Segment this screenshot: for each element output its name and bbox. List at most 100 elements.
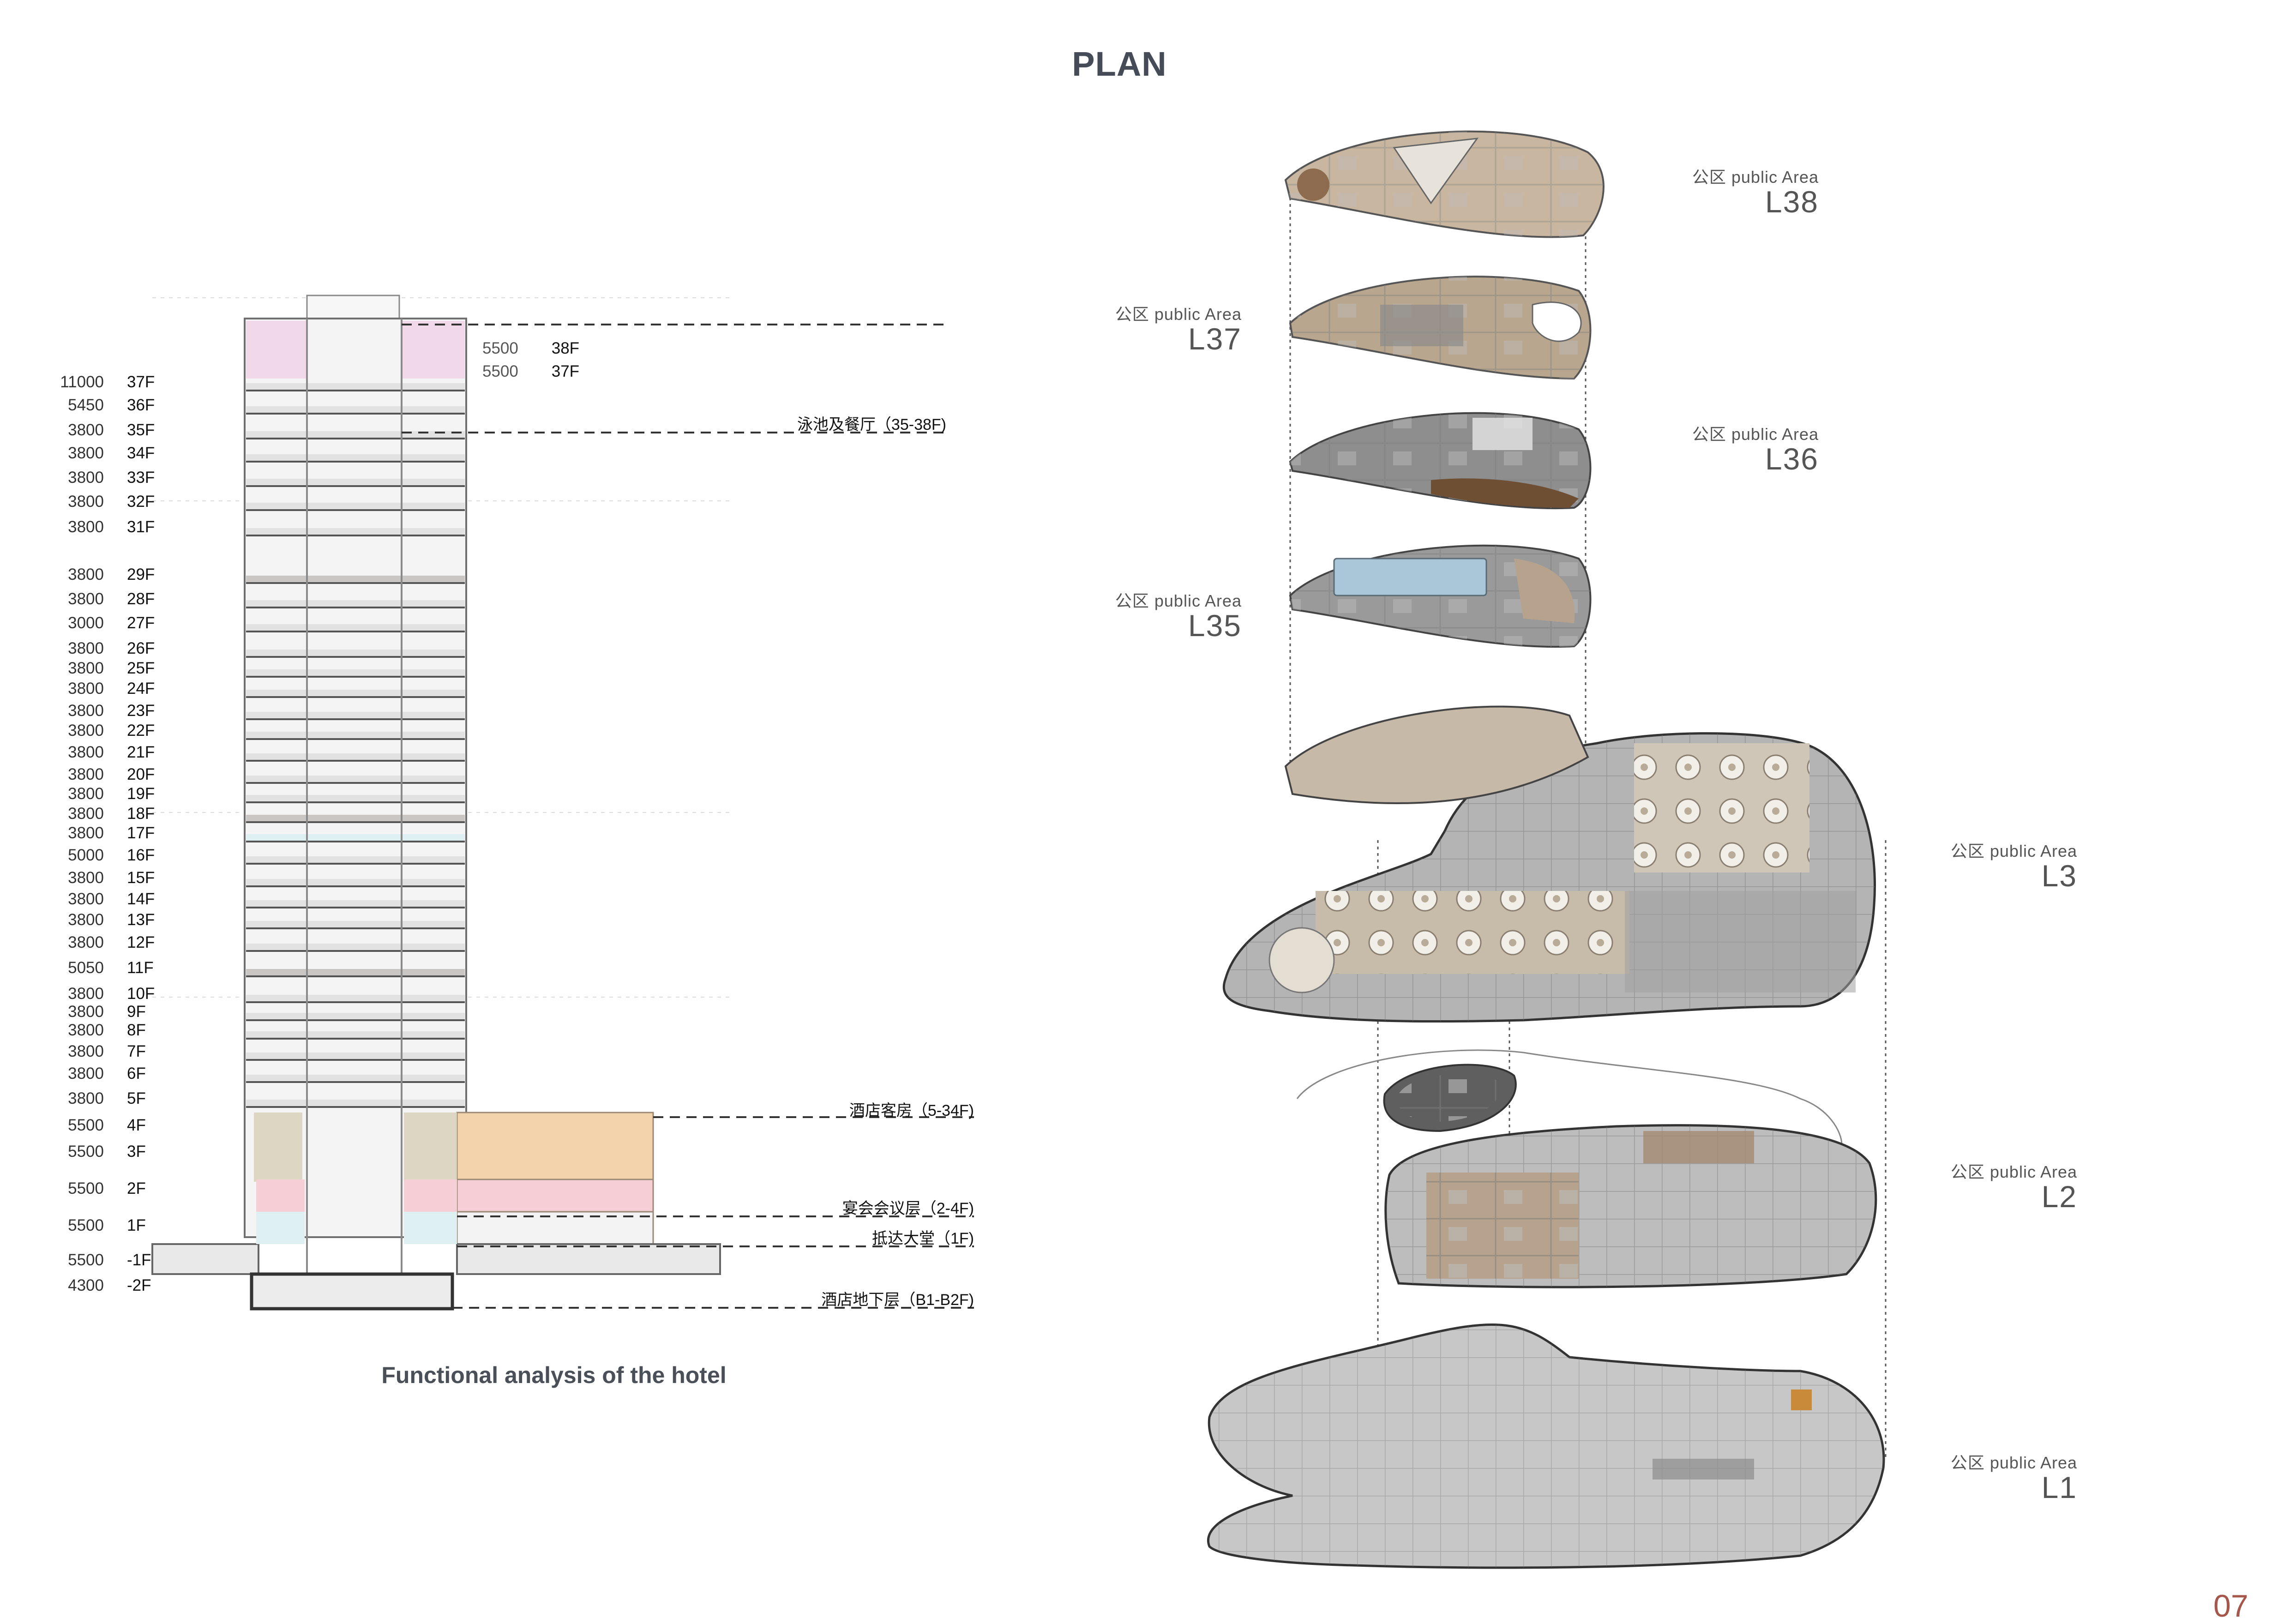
floor-band [246,1013,465,1020]
floor-band [246,1100,465,1107]
floor-number: 18F [127,805,155,823]
floor-number: 1F [127,1216,146,1234]
floor-band [246,431,465,439]
tower-ballroom-pink-right [404,1179,457,1212]
floor-band [246,528,465,535]
floor-band [246,454,465,462]
level-tag-L1: 公区 public Area L1 [1874,1450,2077,1504]
floor-band [246,776,465,783]
level-name: L38 [1765,185,1819,219]
floor-number: 13F [127,911,155,929]
floor-number: 3F [127,1143,146,1161]
floor-number: 10F [127,985,155,1003]
floor-number: 28F [127,590,155,608]
floor-height: 3000 [68,614,104,632]
floor-number: 24F [127,680,155,698]
floor-height: 5500 [68,1143,104,1161]
level-sub: 公区 public Area [1692,425,1819,444]
floor-height: 5500 [482,339,518,357]
floor-number: 19F [127,785,155,803]
building-section [151,295,974,1311]
floor-band [246,921,465,928]
level-name: L36 [1765,442,1819,476]
section-caption: Functional analysis of the hotel [381,1362,727,1388]
floor-height: 11000 [60,373,104,391]
floor-height: 3800 [68,1089,104,1107]
floor-band [246,503,465,510]
level-sub: 公区 public Area [1950,1162,2077,1181]
roof-crown [306,295,400,322]
exploded-plans [1207,130,1887,1569]
podium-banquet [456,1179,654,1213]
floor-height: 3800 [68,765,104,783]
floor-number: 6F [127,1065,146,1083]
floor-height: 3800 [68,1021,104,1039]
page-title: PLAN [1072,45,1167,83]
floor-height: 3800 [68,1065,104,1083]
floor-number: 25F [127,659,155,677]
floor-height: 3800 [68,493,104,511]
top-floor-row-38: 5500 38F [482,339,579,358]
floor-height: 3800 [68,722,104,740]
floor-band [246,995,465,1002]
floor-height: 3800 [68,743,104,761]
floor-height: 5500 [482,362,518,380]
floor-height: 5000 [68,846,104,864]
floor-number: -1F [127,1251,151,1269]
floor-number: 31F [127,518,155,536]
plan-L35 [1289,544,1592,648]
floor-number: 16F [127,846,155,864]
floor-height: 5500 [68,1116,104,1134]
floor-band [246,406,465,414]
level-tag-L2: 公区 public Area L2 [1874,1159,2077,1212]
level-sub: 公区 public Area [1115,305,1242,324]
function-label-basement: 酒店地下层（B1-B2F) [821,1291,974,1309]
floor-number: 35F [127,421,155,439]
floor-height: 3800 [68,1042,104,1060]
floor-number: 4F [127,1116,146,1134]
floor-band [246,624,465,632]
floor-height: 3800 [68,444,104,462]
function-label-banquet: 宴会会议层（2-4F) [842,1200,974,1217]
floor-number: 7F [127,1042,146,1060]
pool-dining-zone-right [403,321,465,379]
floor-number: 15F [127,869,155,887]
level-tag-L35: 公区 public Area L35 [1039,588,1242,641]
floor-number: 12F [127,933,155,951]
floor-band [246,834,465,842]
floor-band [246,753,465,761]
level-tag-L38: 公区 public Area L38 [1616,164,1819,219]
floor-height: 3800 [68,659,104,677]
floor-height: 3800 [68,590,104,608]
plan-L3 [1222,705,1876,1023]
tower-banquet-zone-right [404,1113,457,1182]
floor-number: 20F [127,765,155,783]
floor-band [246,576,465,583]
basement [250,1272,454,1311]
level-tag-L36: 公区 public Area L36 [1616,421,1819,476]
floor-number: 36F [127,396,155,414]
floor-height: 3800 [68,933,104,951]
floor-number: 37F [551,362,580,380]
floor-number: 29F [127,565,155,583]
floor-band [246,600,465,607]
floor-height: 3800 [68,824,104,842]
level-name: L1 [2041,1470,2077,1504]
floor-band [246,650,465,657]
floor-height: 5500 [68,1216,104,1234]
floor-number: 21F [127,743,155,761]
tower-ballroom-pink [256,1179,305,1212]
level-sub: 公区 public Area [1692,168,1819,186]
floor-number: 33F [127,469,155,487]
level-name: L3 [2041,859,2077,893]
floor-height: 3800 [68,911,104,929]
plan-L2 [1296,1049,1877,1288]
plan-L37 [1289,276,1592,380]
floor-number: 23F [127,702,155,720]
floor-band [246,1075,465,1082]
floor-band [246,944,465,951]
floor-band [246,712,465,719]
floor-band [246,690,465,697]
floor-height: 3800 [68,702,104,720]
